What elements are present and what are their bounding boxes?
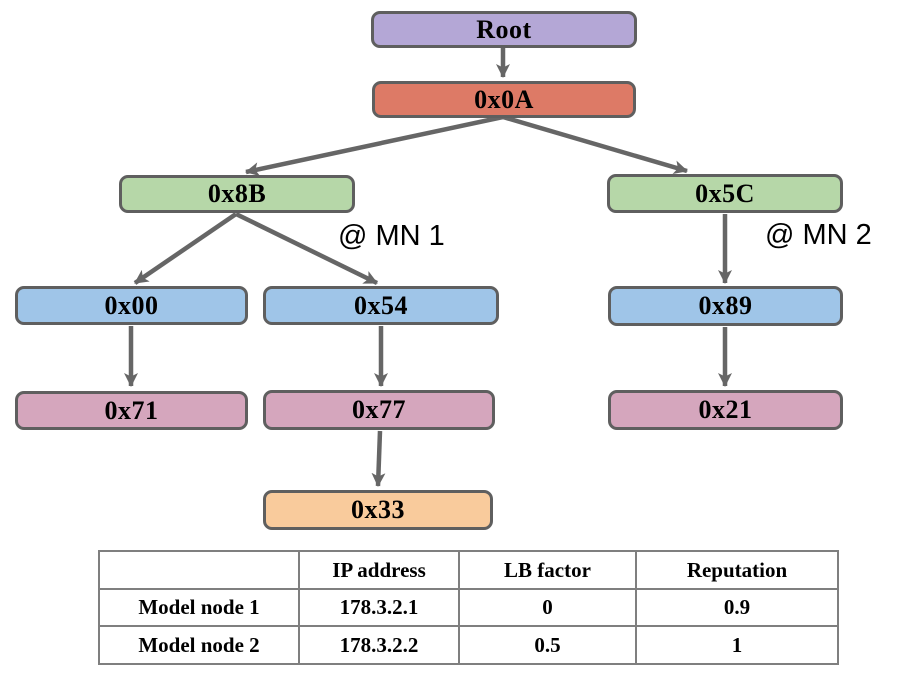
tree-node-0x5c: 0x5C: [607, 174, 843, 213]
tree-node-0x71: 0x71: [15, 391, 248, 430]
table-cell: 0.5: [458, 625, 637, 665]
mn-label-1: @ MN 1: [338, 220, 445, 252]
table-cell: 178.3.2.2: [298, 625, 460, 665]
edge-0x0a-to-0x5c: [502, 114, 688, 175]
tree-node-0x8b: 0x8B: [119, 175, 355, 213]
tree-node-root: Root: [371, 11, 637, 48]
tree-node-0x00: 0x00: [15, 286, 248, 325]
table-cell: 1: [635, 625, 839, 665]
mn-label-2: @ MN 2: [765, 219, 872, 251]
table-header-cell: [98, 550, 300, 590]
table-cell: Model node 1: [98, 588, 300, 627]
table-cell: 178.3.2.1: [298, 588, 460, 627]
edge-0x77-to-0x33: [371, 430, 386, 487]
table-cell: 0: [458, 588, 637, 627]
table-cell: Model node 2: [98, 625, 300, 665]
table-cell: 0.9: [635, 588, 839, 627]
tree-node-0x0a: 0x0A: [372, 81, 636, 118]
tree-node-0x33: 0x33: [263, 490, 493, 530]
table-header-cell: IP address: [298, 550, 460, 590]
tree-node-0x21: 0x21: [608, 390, 843, 430]
table-header-cell: LB factor: [458, 550, 637, 590]
tree-node-0x77: 0x77: [263, 390, 495, 430]
table-header-cell: Reputation: [635, 550, 839, 590]
edge-0x8b-to-0x54: [235, 211, 378, 286]
edge-0x8b-to-0x00: [133, 212, 238, 285]
tree-node-0x54: 0x54: [263, 286, 499, 325]
tree-node-0x89: 0x89: [608, 286, 843, 326]
edge-0x0a-to-0x8b: [245, 114, 504, 177]
